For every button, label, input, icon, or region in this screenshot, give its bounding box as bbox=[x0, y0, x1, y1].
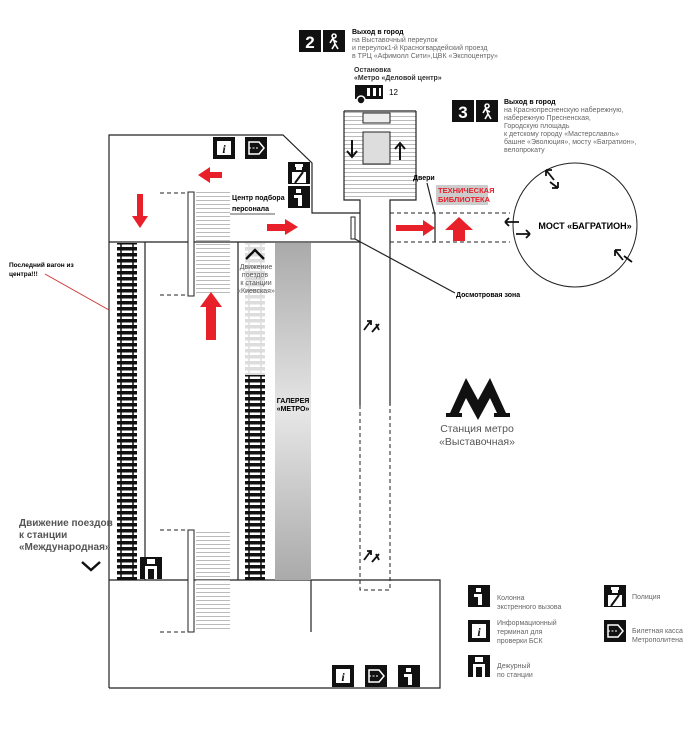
doors-line bbox=[426, 182, 436, 242]
chevron-up-icon bbox=[245, 248, 265, 260]
arrow-down-icon bbox=[346, 140, 358, 159]
exit-2-sign: 2 Выход в город на Выставочный переулок … bbox=[299, 29, 498, 60]
two-way-arrow-icon bbox=[363, 320, 380, 333]
chevron-down-icon bbox=[81, 561, 101, 572]
info-terminal-icon[interactable] bbox=[213, 137, 235, 159]
red-arrow-left-icon bbox=[198, 167, 222, 183]
info-terminal-icon bbox=[468, 620, 490, 642]
bridge-label: МОСТ «БАГРАТИОН» bbox=[538, 221, 631, 231]
two-way-arrow-icon bbox=[504, 217, 531, 239]
escalator-lower bbox=[187, 529, 230, 633]
gallery-metro bbox=[275, 243, 311, 580]
gallery-label: ГАЛЕРЕЯ«МЕТРО» bbox=[277, 398, 310, 413]
two-way-arrow-icon bbox=[614, 249, 633, 263]
ticket-office-icon[interactable] bbox=[364, 664, 388, 688]
station-outline bbox=[108, 134, 510, 689]
ticket-office-icon[interactable] bbox=[244, 136, 268, 160]
bus-route-number: 12 bbox=[389, 88, 398, 97]
svg-text:Полиция: Полиция bbox=[632, 594, 661, 601]
direction-arrows bbox=[132, 167, 473, 340]
arrow-up-icon bbox=[394, 141, 406, 160]
red-arrow-right-icon bbox=[396, 220, 435, 236]
bus-stop: Остановка«Метро «Деловой центр» 12 bbox=[354, 67, 442, 105]
exit-number: 2 bbox=[305, 33, 314, 52]
doors-label: Двери bbox=[413, 175, 435, 182]
red-arrow-right-icon bbox=[267, 219, 298, 235]
emergency-column-icon[interactable] bbox=[398, 665, 420, 687]
station-attendant-icon[interactable] bbox=[140, 557, 162, 579]
two-way-arrow-icon bbox=[363, 550, 380, 563]
bagration-bridge: МОСТ «БАГРАТИОН» bbox=[504, 162, 638, 288]
red-arrow-down-icon bbox=[132, 194, 148, 228]
red-arrow-up-icon bbox=[445, 217, 473, 241]
exit-3-sign: 3 Выход в город на Краснопресненскую наб… bbox=[452, 99, 638, 154]
police-icon[interactable] bbox=[287, 161, 311, 185]
track-center bbox=[245, 243, 265, 580]
two-way-arrow-icon bbox=[545, 169, 559, 189]
track-left bbox=[117, 243, 137, 580]
inspection-pointer bbox=[354, 238, 456, 294]
last-car-pointer bbox=[44, 273, 110, 311]
svg-text:Выход в город на Выставо: Выход в город на Выставочный переулок и … bbox=[352, 29, 498, 60]
bus-icon bbox=[355, 85, 383, 105]
svg-text:3: 3 bbox=[458, 103, 467, 122]
inspection-frame bbox=[350, 216, 356, 240]
svg-text:Выход в город на Красноп: Выход в город на Краснопресненскую набер… bbox=[504, 99, 638, 154]
red-arrow-up-icon bbox=[200, 292, 222, 340]
police-icon bbox=[603, 584, 627, 608]
emergency-column-icon bbox=[468, 585, 490, 607]
emergency-column-icon[interactable] bbox=[288, 186, 310, 208]
metro-logo bbox=[446, 378, 510, 420]
exit-title: Выход в город bbox=[352, 29, 404, 36]
ticket-office-icon bbox=[603, 619, 627, 643]
svg-text:Остановка«Метро «Деловой центр: Остановка«Метро «Деловой центр» bbox=[354, 67, 442, 82]
tech-library-bg bbox=[436, 185, 488, 205]
escalator-upper bbox=[187, 191, 230, 297]
info-terminal-icon[interactable] bbox=[332, 665, 354, 687]
station-attendant-icon bbox=[468, 655, 490, 677]
station-name: Станция метро«Выставочная» bbox=[439, 423, 515, 448]
inspection-zone-label: Досмотровая зона bbox=[456, 292, 520, 299]
exit-stairs bbox=[343, 110, 417, 591]
